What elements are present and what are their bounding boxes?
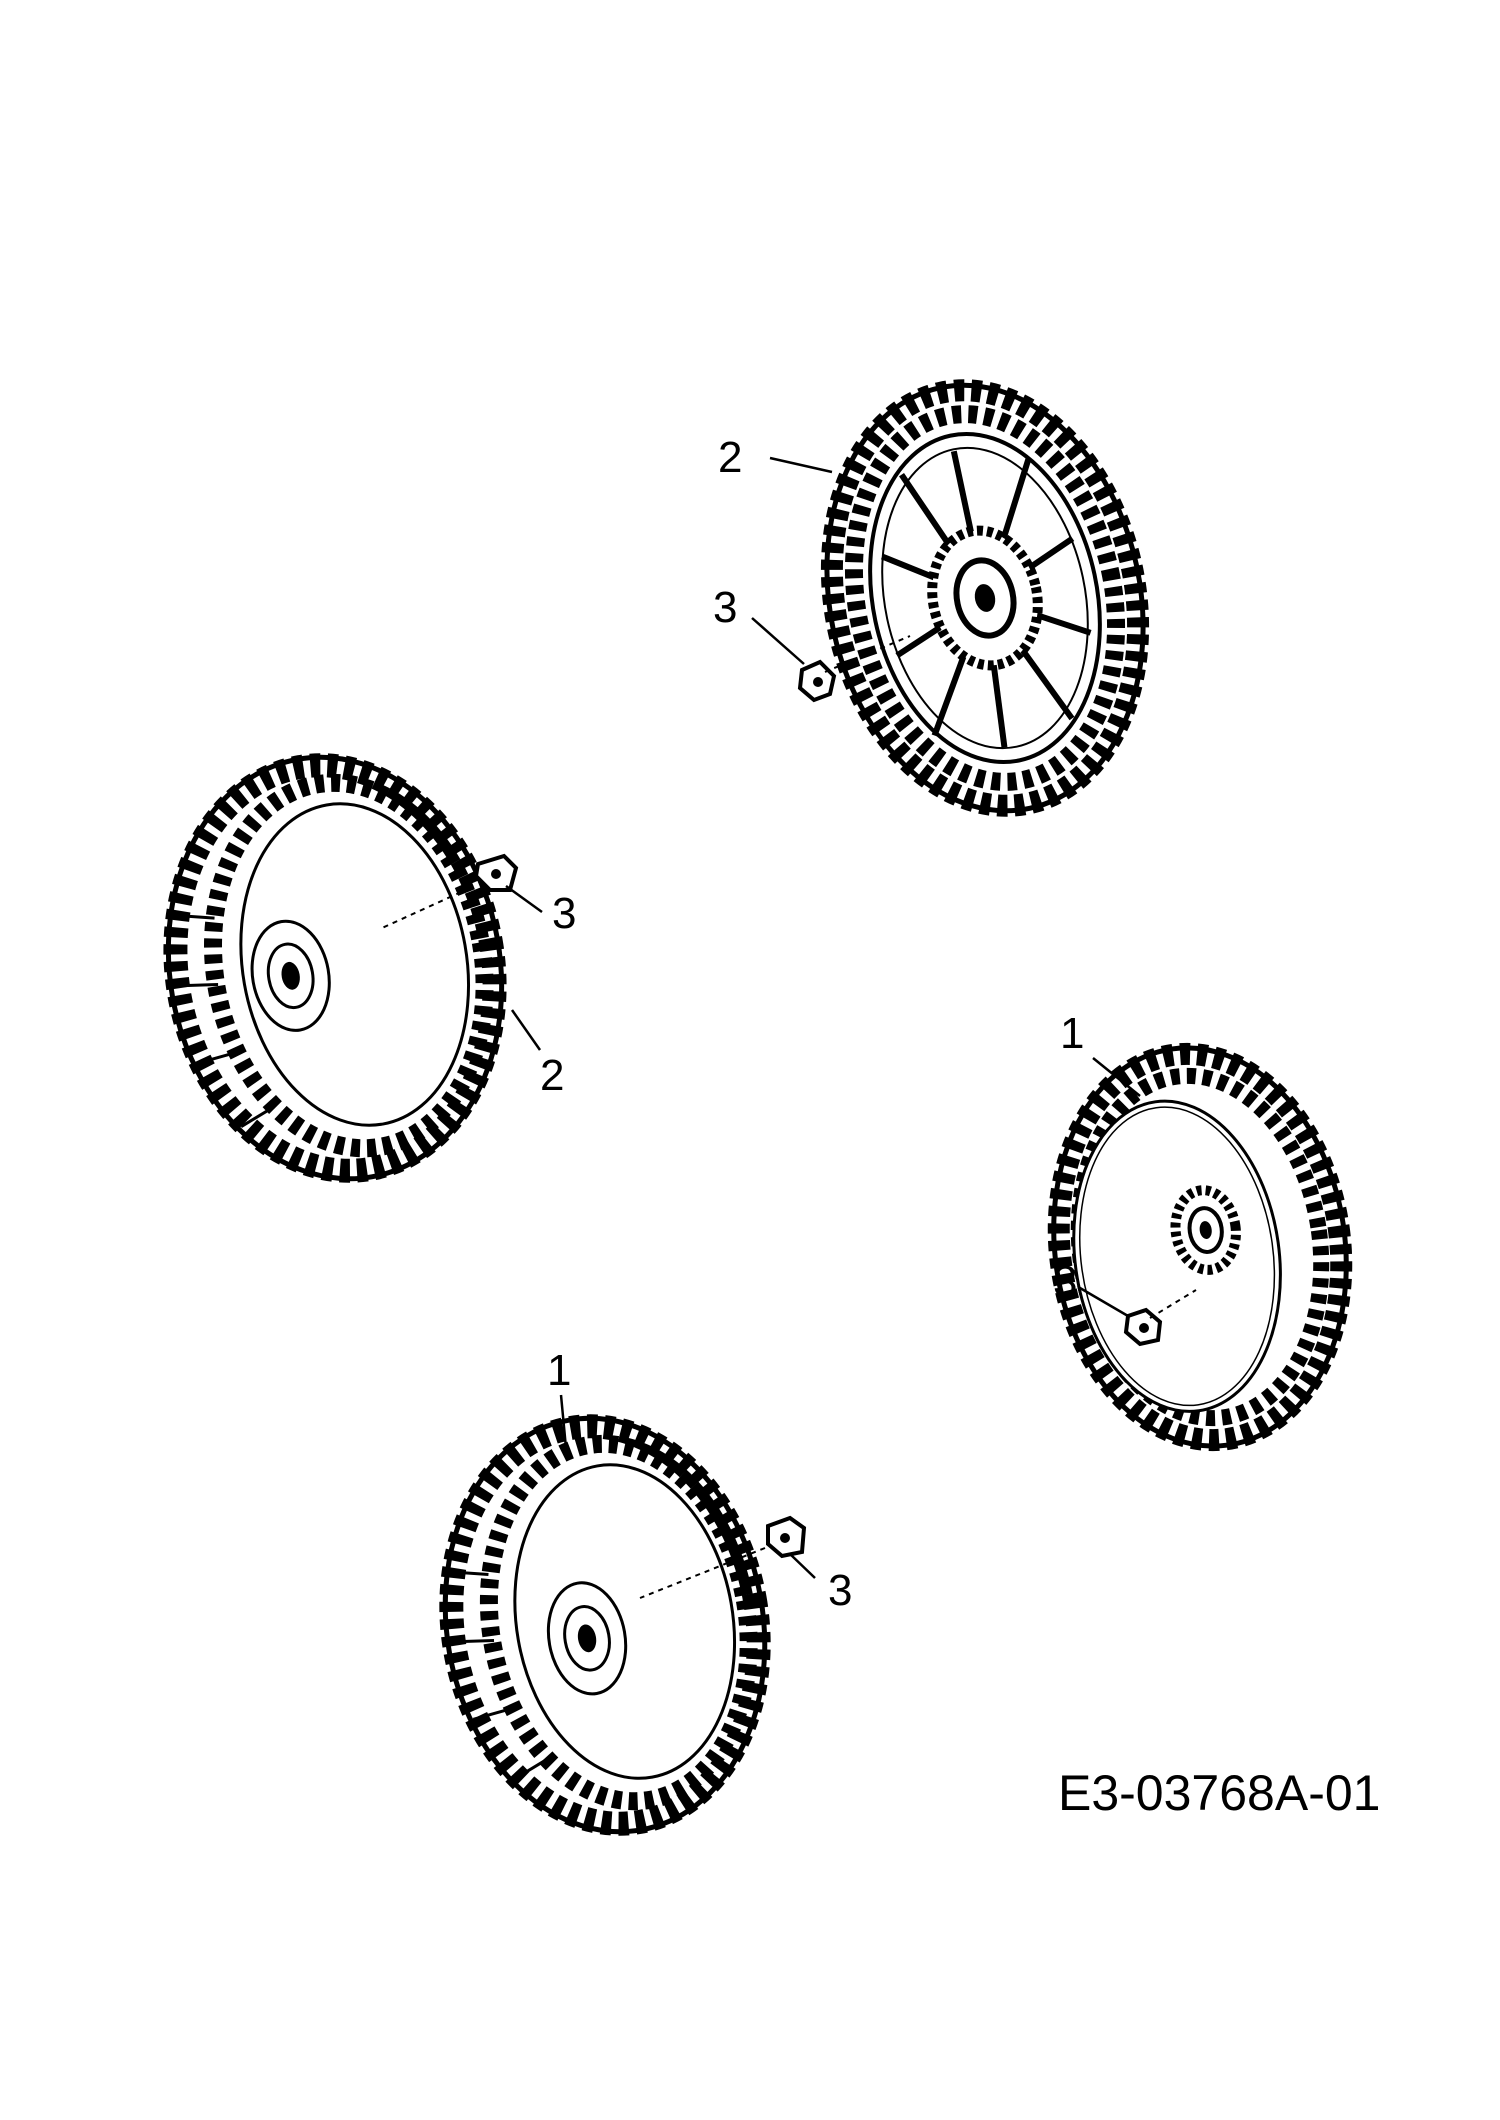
- leader-top-clip: [751, 617, 805, 665]
- callout-bottom-tire: 1: [547, 1346, 571, 1395]
- callout-left-tire: 2: [540, 1051, 564, 1100]
- callout-top-tire: 2: [718, 433, 742, 482]
- callout-top-clip: 3: [713, 583, 737, 632]
- axle-hole: [974, 584, 996, 612]
- assembly-line-bottom: [639, 1547, 766, 1599]
- rim-inner: [881, 446, 1089, 750]
- wheel-left: [163, 753, 507, 1183]
- leader-left-tire: [510, 1009, 542, 1051]
- drawing-code: E3-03768A-01: [1058, 1765, 1380, 1821]
- clip-right: [1123, 1307, 1163, 1347]
- leader-bottom-clip: [789, 1553, 816, 1579]
- leader-bottom-tire: [559, 1394, 568, 1449]
- clip-top: [797, 659, 837, 703]
- callout-bottom-clip: 3: [828, 1566, 852, 1615]
- leader-top-tire: [769, 456, 833, 474]
- clip-bottom: [766, 1515, 807, 1559]
- callout-right-clip: 3: [1053, 1257, 1077, 1306]
- assembly-line-left: [381, 887, 471, 929]
- assembly-line-right: [1149, 1289, 1197, 1319]
- wheel-right: [1047, 1042, 1353, 1452]
- callout-left-clip: 3: [552, 889, 576, 938]
- leader-right-clip: [1079, 1286, 1129, 1318]
- tread-inner: [844, 405, 1126, 791]
- leader-left-clip: [505, 884, 543, 914]
- wheel-bottom: [439, 1414, 771, 1836]
- callout-right-tire: 1: [1060, 1009, 1084, 1058]
- wheel-top: [820, 379, 1150, 817]
- leader-right-tire: [1092, 1057, 1141, 1097]
